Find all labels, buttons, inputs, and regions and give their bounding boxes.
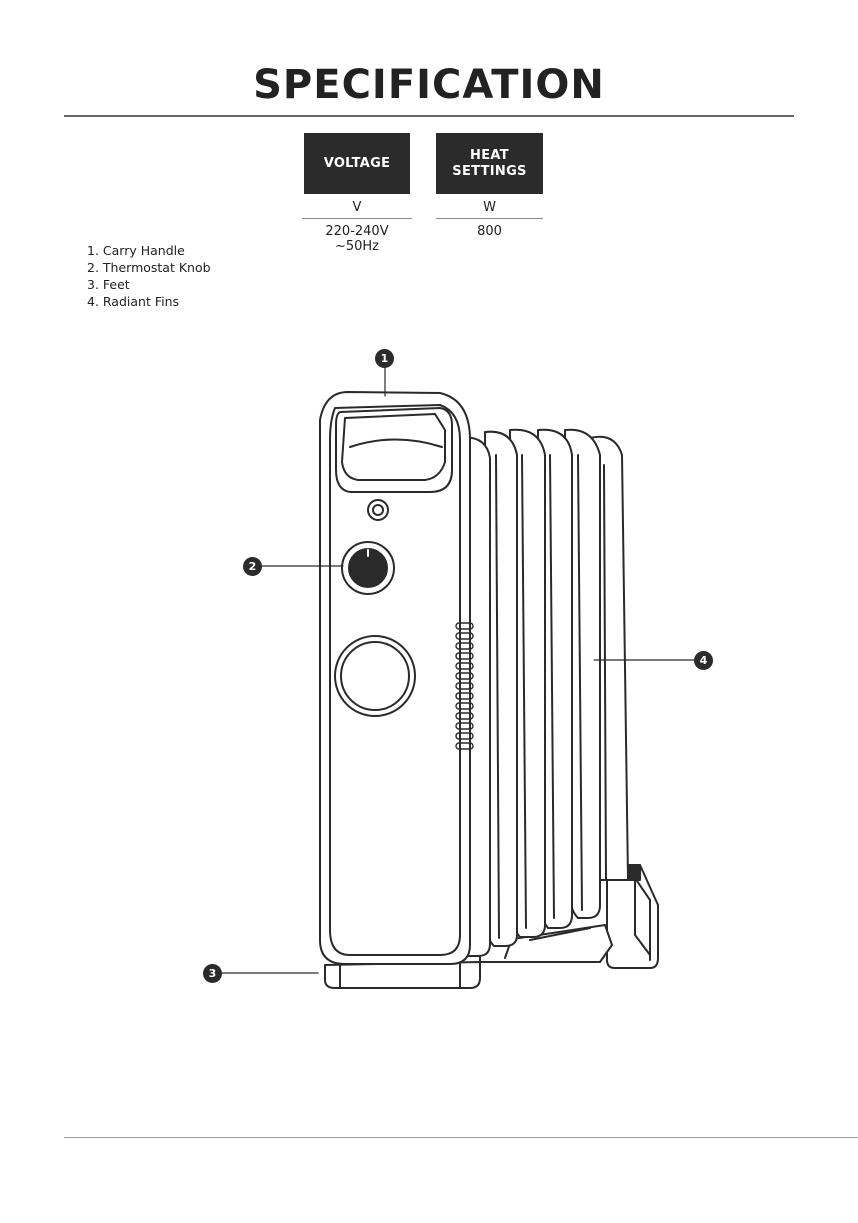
callout-2-icon: 2 — [243, 557, 262, 576]
callout-4-icon: 4 — [694, 651, 713, 670]
radiant-fins-icon — [458, 430, 628, 956]
heater-body-icon — [320, 392, 480, 988]
callout-1-icon: 1 — [375, 349, 394, 368]
callout-3-icon: 3 — [203, 964, 222, 983]
footer-divider — [64, 1137, 858, 1138]
